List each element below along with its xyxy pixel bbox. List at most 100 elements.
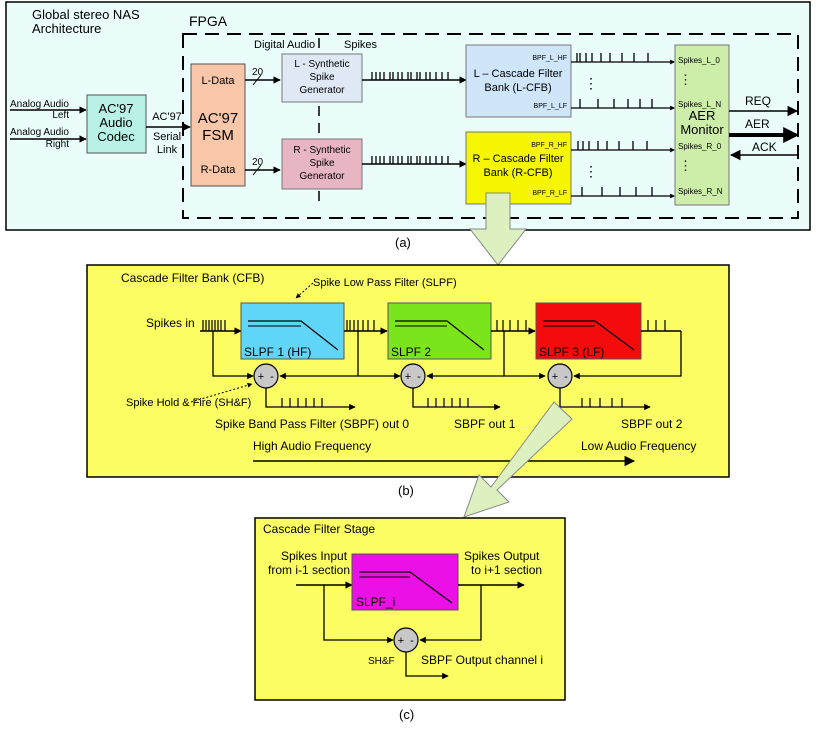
sbpf-out-0-label: Spike Band Pass Filter (SBPF) out 0 [215, 417, 409, 431]
r-cfb-label-1: R – Cascade Filter [472, 153, 563, 165]
ac97-fsm-block [190, 63, 246, 187]
l-spike-generator [281, 53, 363, 103]
spikes-rn-label: Spikes_R_N [678, 187, 723, 196]
r-data-label: R-Data [201, 164, 237, 176]
codec-label-3: Codec [97, 129, 135, 144]
slpf-2-out-train [496, 320, 527, 331]
l-cfb-outputs [571, 53, 675, 111]
slpf-1-out-train [346, 320, 375, 331]
slpf-i-label: SLPF_i [356, 595, 395, 609]
l-data-label: L-Data [201, 75, 235, 87]
svg-text:-: - [564, 371, 568, 383]
l-gen-label-1: L - Synthetic [294, 59, 349, 70]
bus-width-r: 20 [252, 157, 264, 168]
ac97-link-label: AC'97 [152, 111, 182, 123]
svg-text:-: - [270, 371, 274, 383]
cfs-feedback-wires [323, 585, 482, 680]
r-hf-label: BPF_R_HF [531, 142, 567, 149]
analog-right-label-1: Analog Audio [10, 127, 69, 138]
bus-width-l: 20 [252, 67, 264, 78]
l-cfb-label-2: Bank (L-CFB) [484, 82, 551, 94]
adder-0: + - [253, 363, 279, 389]
panel-a-title-line2: Architecture [32, 21, 101, 36]
spikes-in-train [202, 320, 226, 331]
panel-a-title-line1: Global stereo NAS [32, 7, 140, 22]
svg-text:+: + [258, 371, 264, 383]
svg-text:+: + [398, 635, 404, 647]
zoom-arrow-b-to-c [463, 401, 573, 518]
caption-c: (c) [399, 707, 414, 722]
caption-b: (b) [398, 483, 414, 498]
svg-text:-: - [410, 635, 414, 647]
fsm-label-2: FSM [202, 127, 234, 144]
r-gen-label-3: Generator [299, 171, 345, 182]
serial-link-label-1: Serial [153, 131, 181, 143]
caption-a: (a) [395, 235, 411, 250]
slpf-3-out-train [647, 320, 666, 331]
slpf-2-label: SLPF 2 [391, 345, 431, 359]
serial-link-label-2: Link [157, 144, 178, 156]
sbpf-output-channel-label: SBPF Output channel i [421, 653, 543, 667]
aer-bus-label: AER [745, 117, 770, 131]
l-lf-label: BPF_L_LF [534, 103, 567, 110]
r-cfb-label-2: Bank (R-CFB) [483, 167, 552, 179]
r-gen-label-1: R - Synthetic [293, 145, 350, 156]
codec-label-1: AC'97 [98, 101, 133, 116]
spikes-l0-label: Spikes_L_0 [678, 56, 720, 65]
fsm-label-1: AC'97 [198, 110, 238, 127]
panel-b-background [86, 264, 730, 478]
svg-text:+: + [552, 371, 558, 383]
zoom-arrow-a-to-b [468, 192, 528, 266]
adder-2: + - [547, 363, 573, 389]
r-gen-label-2: Spike [309, 158, 334, 169]
adder-1: + - [400, 363, 426, 389]
audio-codec-block [86, 94, 147, 154]
aer-monitor-block [674, 44, 730, 206]
cfs-shf-label: SH&F [368, 656, 395, 667]
l-gen-label-2: Spike [309, 72, 334, 83]
slpf-3-block [535, 302, 642, 360]
codec-label-2: Audio [99, 115, 132, 130]
r-dots: ⋮ [584, 163, 598, 179]
slpf-2-block [387, 302, 492, 360]
spikes-output-label-2: to i+1 section [471, 563, 542, 577]
low-freq-label: Low Audio Frequency [581, 439, 696, 453]
slpf-1-block [240, 302, 345, 360]
l-hf-label: BPF_L_HF [532, 55, 567, 62]
slpf-callout: Spike Low Pass Filter (SLPF) [313, 277, 457, 289]
digital-audio-label: Digital Audio [254, 39, 315, 51]
l-dots: ⋮ [584, 75, 598, 91]
aer-label-2: Monitor [680, 122, 724, 137]
r-cascade-filter-bank [465, 131, 572, 205]
high-freq-label: High Audio Frequency [253, 439, 371, 453]
fpga-label: FPGA [189, 13, 228, 29]
slpf-3-label: SLPF 3 (LF) [539, 345, 604, 359]
l-cfb-label-1: L – Cascade Filter [474, 68, 563, 80]
spike-train-l-in [371, 72, 449, 80]
spikes-label: Spikes [344, 39, 378, 51]
slpf-i-block [351, 553, 459, 611]
cfb-feedback-wires [212, 331, 682, 380]
spikes-ln-label: Spikes_L_N [678, 100, 721, 109]
svg-text:+: + [405, 371, 411, 383]
aer-label-1: AER [689, 108, 716, 123]
cfb-title: Cascade Filter Bank (CFB) [121, 271, 264, 285]
spikes-input-label-1: Spikes Input [281, 549, 348, 563]
analog-right-label-2: Right [46, 139, 70, 150]
sbpf-spike-trains [281, 398, 623, 407]
sbpf-out-2-label: SBPF out 2 [621, 417, 683, 431]
req-label: REQ [745, 94, 771, 108]
spikes-in-label: Spikes in [146, 316, 195, 330]
analog-left-label-1: Analog Audio [10, 99, 69, 110]
spikes-output-label-1: Spikes Output [464, 549, 540, 563]
svg-text:-: - [417, 371, 421, 383]
sbpf-out-1-label: SBPF out 1 [454, 417, 516, 431]
spikes-r0-label: Spikes_R_0 [678, 142, 722, 151]
l-gen-label-3: Generator [299, 85, 345, 96]
r-aer-dots: ⋮ [679, 158, 692, 173]
adder-i: + - [393, 627, 419, 653]
analog-left-label-2: Left [52, 110, 69, 121]
ack-label: ACK [752, 140, 777, 154]
cfs-title: Cascade Filter Stage [263, 522, 375, 536]
